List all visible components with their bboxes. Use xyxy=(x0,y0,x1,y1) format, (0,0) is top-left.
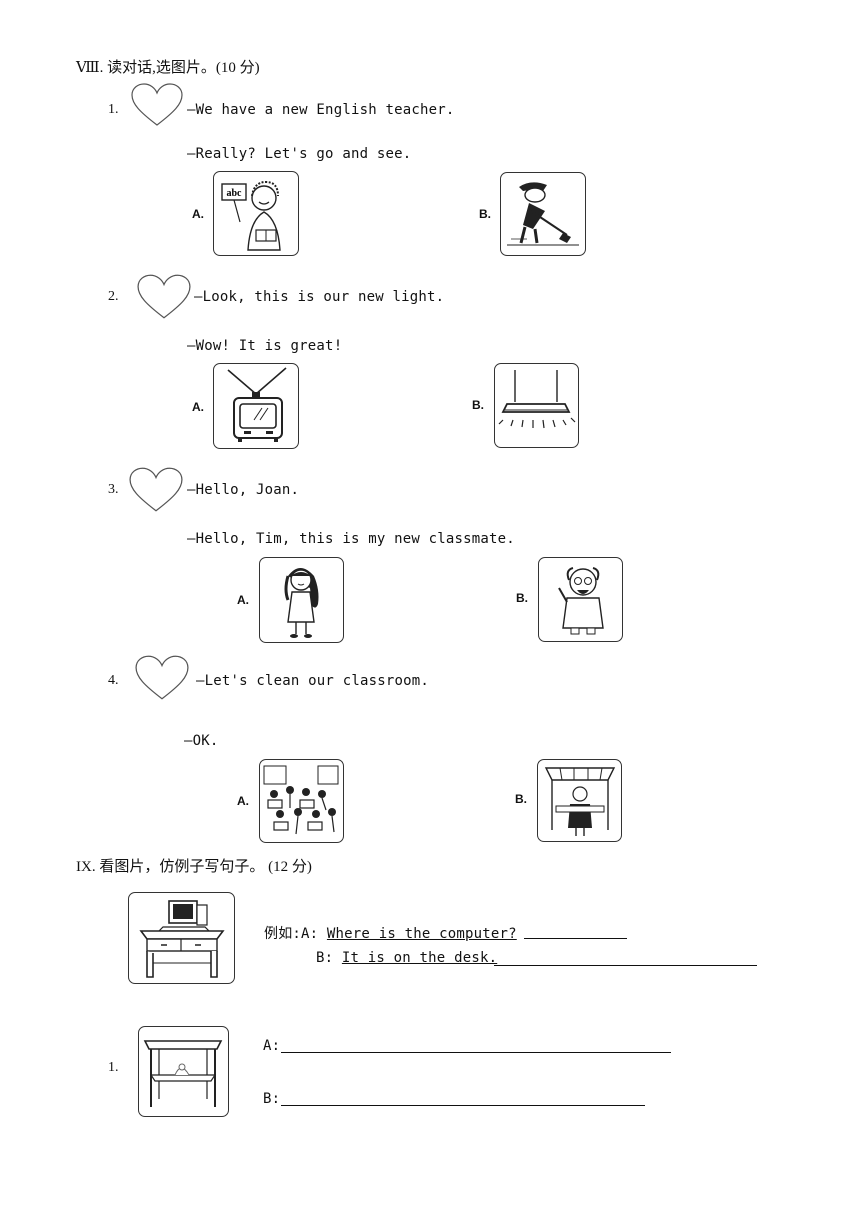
question-1-image-a-teacher[interactable]: abc xyxy=(213,171,299,256)
example-b-prefix: B: xyxy=(316,950,342,966)
item-1-b-label: B: xyxy=(263,1091,281,1107)
question-1-line-1: —We have a new English teacher. xyxy=(187,102,455,118)
section-8-title: Ⅷ. 读对话,选图片。(10 分) xyxy=(76,60,260,76)
example-image-computer-on-desk xyxy=(128,892,235,984)
item-1-number: 1. xyxy=(108,1060,119,1075)
answer-heart-4[interactable] xyxy=(134,654,190,702)
question-1-image-b-farmer[interactable] xyxy=(500,172,586,256)
question-3-image-a-girl[interactable] xyxy=(259,557,344,643)
question-2-line-2: —Wow! It is great! xyxy=(187,338,343,354)
question-4-option-b-label: B. xyxy=(515,792,527,806)
question-3-number: 3. xyxy=(108,482,119,497)
question-1-line-2: —Really? Let's go and see. xyxy=(187,146,412,162)
question-1-option-b-label: B. xyxy=(479,207,491,221)
question-3-image-b-old-man[interactable] xyxy=(538,557,623,642)
section-9-title: IX. 看图片，仿例子写句子。 (12 分) xyxy=(76,859,312,875)
question-2-image-a-tv[interactable] xyxy=(213,363,299,449)
question-4-image-a-classroom[interactable] xyxy=(259,759,344,843)
question-2-number: 2. xyxy=(108,289,119,304)
question-1-number: 1. xyxy=(108,102,119,117)
question-3-line-1: —Hello, Joan. xyxy=(187,482,300,498)
example-a-prefix: 例如:A: xyxy=(264,926,327,942)
item-1-a-label: A: xyxy=(263,1038,281,1054)
example-a-underline-extension xyxy=(524,938,627,939)
question-1-option-a-label: A. xyxy=(192,207,204,221)
answer-heart-3[interactable] xyxy=(128,466,184,514)
item-1-image-table xyxy=(138,1026,229,1117)
question-4-number: 4. xyxy=(108,673,119,688)
question-2-option-b-label: B. xyxy=(472,398,484,412)
question-2-image-b-light[interactable] xyxy=(494,363,579,448)
question-2-option-a-label: A. xyxy=(192,400,204,414)
question-3-option-a-label: A. xyxy=(237,593,249,607)
item-1-a-answer-line[interactable] xyxy=(281,1052,671,1053)
question-3-option-b-label: B. xyxy=(516,591,528,605)
example-a-answer: Where is the computer? xyxy=(326,926,517,942)
question-2-line-1: —Look, this is our new light. xyxy=(194,289,445,305)
answer-heart-1[interactable] xyxy=(130,82,184,128)
item-1-b-answer-line[interactable] xyxy=(281,1105,645,1106)
question-4-line-1: —Let's clean our classroom. xyxy=(196,673,429,689)
example-b-underline-extension xyxy=(494,965,757,966)
answer-heart-2[interactable] xyxy=(136,273,192,321)
example-b-answer: It is on the desk. xyxy=(341,950,498,966)
question-3-line-2: —Hello, Tim, this is my new classmate. xyxy=(187,531,515,547)
question-4-image-b-stall[interactable] xyxy=(537,759,622,842)
question-4-option-a-label: A. xyxy=(237,794,249,808)
teacher-board-text: abc xyxy=(227,188,243,199)
example-line-b: B: It is on the desk. xyxy=(316,950,497,966)
example-line-a: 例如:A: Where is the computer? xyxy=(264,923,517,943)
question-4-line-2: —OK. xyxy=(184,733,219,749)
